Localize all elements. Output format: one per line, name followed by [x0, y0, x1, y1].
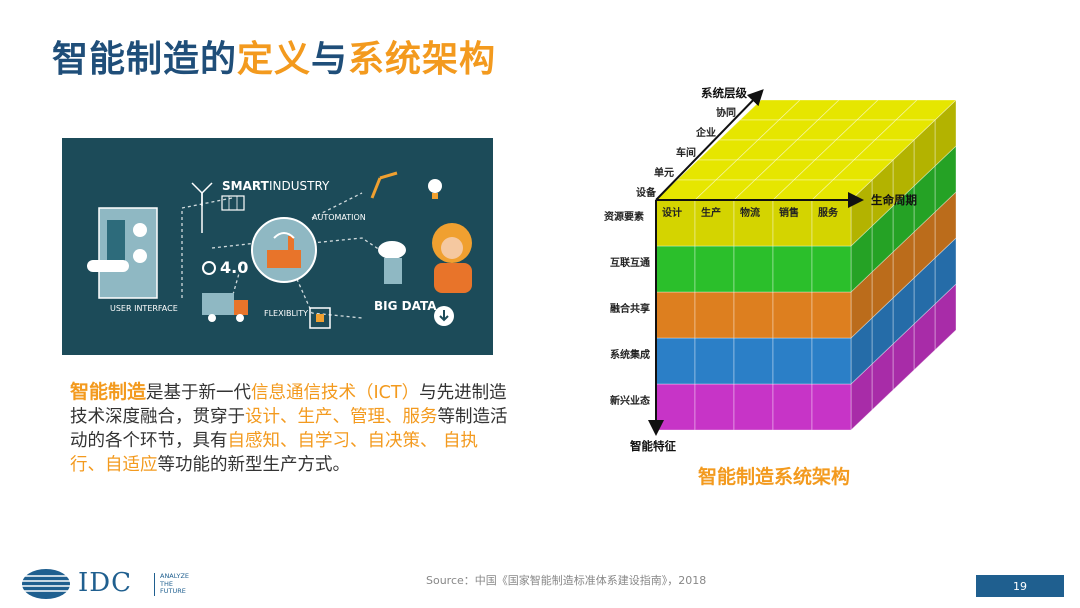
big-data-label: BIG DATA: [374, 299, 437, 313]
solar-panel-icon: [221, 195, 245, 211]
cube-front-cell: [655, 383, 696, 431]
title-part-3: 与: [311, 39, 349, 80]
tagline-line: FUTURE: [160, 587, 186, 595]
gear-icon: [202, 261, 216, 275]
system-level-label: 协同: [716, 106, 736, 119]
lifecycle-label: 物流: [740, 206, 760, 219]
page-title: 智能制造的定义与系统架构: [52, 30, 496, 82]
lifecycle-label: 服务: [818, 206, 839, 219]
lifecycle-label: 销售: [779, 206, 799, 219]
title-part-2: 定义: [237, 39, 312, 80]
title-part-4: 系统架构: [348, 39, 497, 80]
wind-turbine-icon: [191, 182, 213, 233]
definition-segment-3: 等制造活动的各个环节，具有: [70, 407, 508, 451]
industry-label: INDUSTRY: [269, 179, 330, 193]
diagram-caption: 智能制造系统架构: [698, 466, 851, 488]
cube-front-cell: [811, 291, 852, 339]
cube-front-cell: [694, 383, 735, 431]
cube-front-cell: [772, 337, 813, 385]
cube-front-cell: [811, 245, 852, 293]
cube-front-cell: [811, 383, 852, 431]
cube-front-cell: [772, 245, 813, 293]
cube-front-cell: [694, 291, 735, 339]
lifecycle-label: 生产: [701, 206, 721, 219]
lifecycle-label: 设计: [662, 206, 682, 219]
cube-front-cell: [733, 383, 774, 431]
system-level-label: 单元: [654, 166, 674, 179]
cube-front-cell: [655, 291, 696, 339]
control-panel-icon: [87, 207, 158, 299]
cube-front-cell: [733, 291, 774, 339]
system-level-label: 设备: [636, 186, 657, 199]
system-level-label: 车间: [676, 146, 696, 159]
globe-icon: [22, 569, 70, 599]
download-arrow-icon: [434, 306, 454, 326]
cube-front-cell: [772, 199, 813, 247]
logo-text: IDC: [78, 568, 133, 598]
cube-front-cell: [694, 337, 735, 385]
truck-icon: [202, 293, 248, 322]
cube-front-cell: [694, 245, 735, 293]
definition-text: 智能制造是基于新一代信息通信技术（ICT）与先进制造技术深度融合，贯穿于设计、生…: [70, 380, 510, 477]
lightbulb-icon: [428, 179, 442, 199]
feature-label: 互联互通: [610, 256, 650, 269]
feature-label: 系统集成: [610, 348, 650, 361]
axis-label-system-levels: 系统层级: [701, 86, 747, 100]
system-architecture-diagram: 系统层级 生命周期 智能特征 设备 单元 车间 企业 协同 设计 生产 物流 销…: [598, 80, 958, 460]
cube-front-cell: [733, 199, 774, 247]
printer-3d-icon: [309, 307, 331, 329]
definition-highlight-1: 信息通信技术（ICT）: [251, 383, 420, 403]
cloud-server-icon: [378, 241, 406, 284]
definition-segment-2: 与先进制造技术深度融合，贯穿于: [70, 383, 507, 427]
logo-tagline: ANALYZE THE FUTURE: [154, 572, 190, 596]
system-levels-axis-line: [655, 89, 764, 201]
idc-logo: IDC ANALYZE THE FUTURE: [20, 566, 210, 602]
cube-grid: [655, 99, 957, 431]
tagline-line: THE: [160, 579, 173, 588]
cube-front-cell: [655, 245, 696, 293]
definition-term: 智能制造: [70, 381, 147, 403]
cube-front-cell: [694, 199, 735, 247]
axis-label-features: 智能特征: [630, 439, 676, 453]
page-number: 19: [976, 575, 1064, 597]
axis-label-lifecycle: 生命周期: [871, 193, 917, 207]
source-note: Source：中国《国家智能制造标准体系建设指南》，2018: [426, 574, 707, 587]
cube-front-cell: [733, 245, 774, 293]
definition-highlight-3: 自感知、自学习、自决策、 自执行、自适应: [70, 431, 479, 475]
tagline-line: ANALYZE: [160, 572, 190, 580]
cube-front-cell: [655, 199, 696, 247]
version-label: 4.0: [220, 258, 248, 277]
title-part-1: 智能制造的: [52, 39, 238, 80]
cube-front-cell: [733, 337, 774, 385]
definition-segment-4: 等功能的新型生产方式。: [157, 455, 351, 475]
feature-label: 新兴业态: [610, 394, 650, 407]
user-interface-label: USER INTERFACE: [110, 304, 178, 313]
flexibility-label: FLEXIBLITY: [264, 309, 308, 318]
feature-label: 资源要素: [604, 210, 644, 223]
cube-front-cell: [811, 337, 852, 385]
system-level-label: 企业: [695, 126, 716, 139]
cube-front-cell: [655, 337, 696, 385]
feature-label: 融合共享: [610, 302, 650, 315]
worker-avatar-icon: [432, 223, 472, 293]
factory-icon: [251, 217, 317, 283]
robot-arm-icon: [370, 171, 398, 199]
smart-industry-illustration: USER INTERFACE SMART INDUSTRY AUTOMATION…: [62, 138, 493, 355]
cube-front-cell: [772, 383, 813, 431]
cube-front-cell: [772, 291, 813, 339]
definition-segment-1: 是基于新一代: [146, 383, 252, 403]
axes: [648, 89, 864, 436]
automation-label: AUTOMATION: [312, 213, 366, 222]
definition-highlight-2: 设计、生产、管理、服务: [245, 407, 438, 427]
smart-label: SMART: [222, 179, 270, 193]
cube-front-cell: [811, 199, 852, 247]
